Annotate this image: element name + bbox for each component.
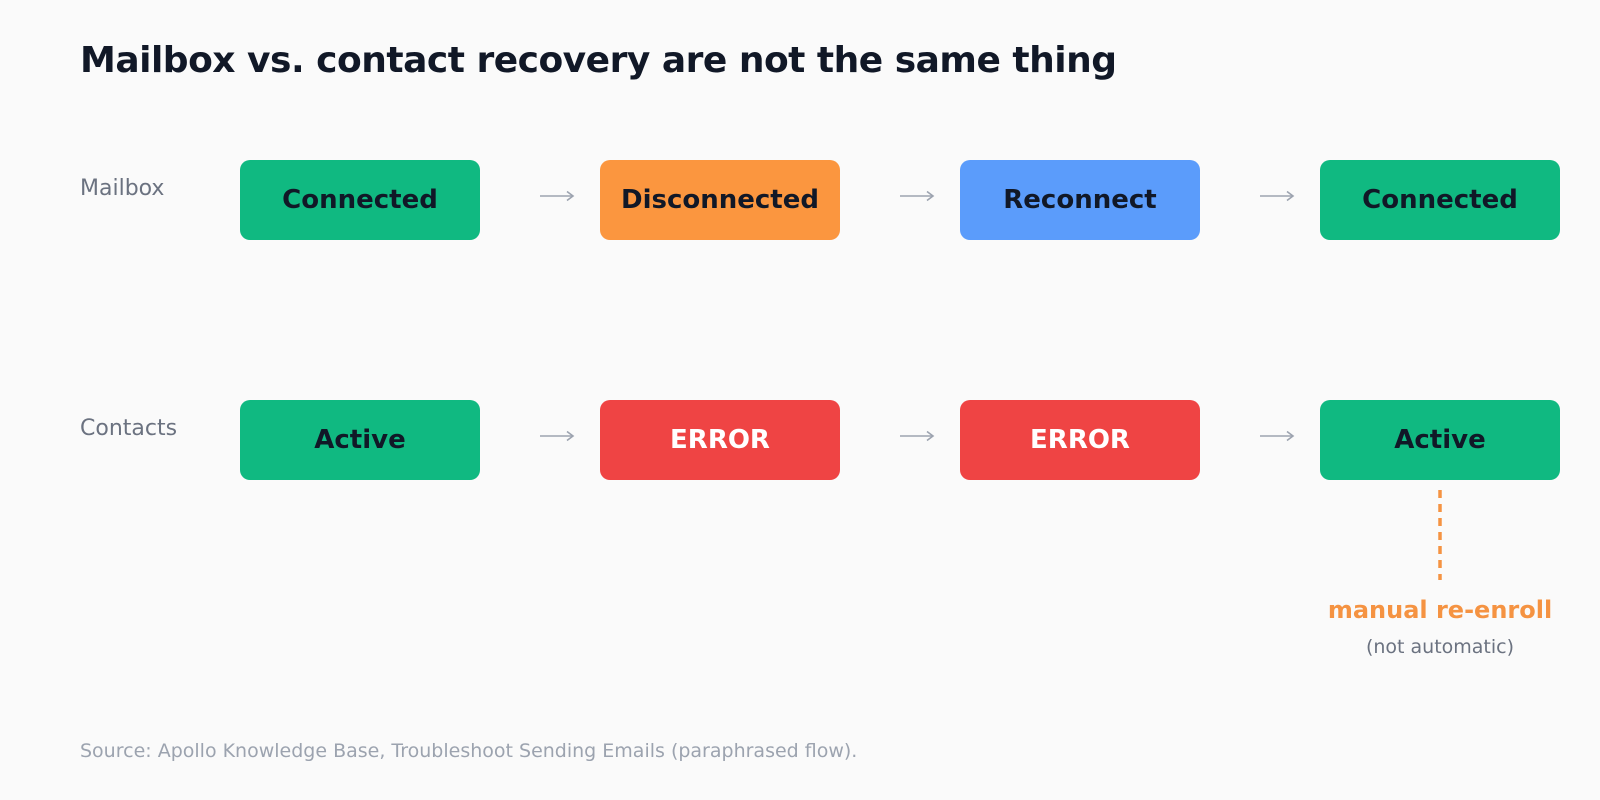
arrow-right-icon: [538, 416, 578, 456]
arrow-right-icon: [898, 176, 938, 216]
source-footnote: Source: Apollo Knowledge Base, Troublesh…: [80, 740, 858, 762]
dashed-connector: [1438, 490, 1442, 580]
mailbox-node-connected: Connected: [240, 160, 480, 240]
contacts-node-active: Active: [240, 400, 480, 480]
row-label-contacts: Contacts: [80, 416, 178, 441]
arrow-right-icon: [538, 176, 578, 216]
mailbox-node-connected-final: Connected: [1320, 160, 1560, 240]
contacts-node-error-2: ERROR: [960, 400, 1200, 480]
mailbox-node-reconnect: Reconnect: [960, 160, 1200, 240]
contacts-node-error: ERROR: [600, 400, 840, 480]
arrow-right-icon: [1258, 416, 1298, 456]
page-title: Mailbox vs. contact recovery are not the…: [80, 40, 1117, 81]
mailbox-node-disconnected: Disconnected: [600, 160, 840, 240]
arrow-right-icon: [898, 416, 938, 456]
annotation-not-automatic: (not automatic): [1365, 636, 1515, 658]
contacts-node-active-final: Active: [1320, 400, 1560, 480]
annotation-manual-re-enroll: manual re-enroll: [1327, 596, 1553, 624]
row-label-mailbox: Mailbox: [80, 176, 165, 201]
arrow-right-icon: [1258, 176, 1298, 216]
